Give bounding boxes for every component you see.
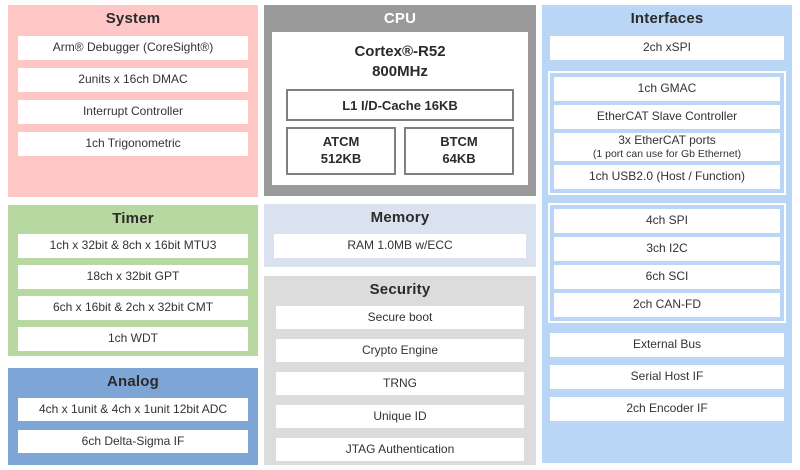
cpu-title: CPU bbox=[383, 10, 417, 27]
memory-items: RAM 1.0MB w/ECC bbox=[274, 234, 526, 258]
system-item-trigonometric: 1ch Trigonometric bbox=[18, 132, 248, 156]
memory-title: Memory bbox=[370, 209, 430, 226]
cpu-block: CPU Cortex®-R52 800MHz L1 I/D-Cache 16KB… bbox=[264, 5, 536, 196]
interfaces-item-ethercat-ports: 3x EtherCAT ports (1 port can use for Gb… bbox=[554, 133, 780, 161]
cpu-atcm-box: ATCM 512KB bbox=[286, 127, 396, 175]
memory-block: Memory RAM 1.0MB w/ECC bbox=[264, 204, 536, 267]
memory-item-ram: RAM 1.0MB w/ECC bbox=[274, 234, 526, 258]
atcm-name: ATCM bbox=[322, 134, 360, 150]
btcm-name: BTCM bbox=[440, 134, 478, 150]
ethercat-ports-line1: 3x EtherCAT ports bbox=[618, 133, 716, 148]
analog-item-adc: 4ch x 1unit & 4ch x 1unit 12bit ADC bbox=[18, 398, 248, 421]
timer-items: 1ch x 32bit & 8ch x 16bit MTU3 18ch x 32… bbox=[18, 234, 248, 351]
interfaces-item-encoder: 2ch Encoder IF bbox=[550, 397, 784, 421]
interfaces-item-usb: 1ch USB2.0 (Host / Function) bbox=[554, 165, 780, 189]
timer-title: Timer bbox=[112, 210, 154, 227]
cpu-core-name: Cortex®-R52 800MHz bbox=[272, 42, 528, 81]
interfaces-item-serial-host: Serial Host IF bbox=[550, 365, 784, 389]
right-column: Interfaces 2ch xSPI 1ch GMAC EtherCAT Sl… bbox=[542, 5, 792, 465]
interfaces-item-i2c: 3ch I2C bbox=[554, 237, 780, 261]
cpu-core-box: Cortex®-R52 800MHz L1 I/D-Cache 16KB ATC… bbox=[272, 32, 528, 185]
serial-comm-group: 4ch SPI 3ch I2C 6ch SCI 2ch CAN-FD bbox=[548, 203, 786, 323]
analog-title: Analog bbox=[106, 373, 160, 390]
security-title: Security bbox=[369, 281, 431, 298]
cpu-core-model: Cortex®-R52 bbox=[354, 43, 446, 60]
security-block: Security Secure boot Crypto Engine TRNG … bbox=[264, 276, 536, 465]
security-item-secure-boot: Secure boot bbox=[276, 306, 524, 329]
system-items: Arm® Debugger (CoreSight®) 2units x 16ch… bbox=[18, 36, 248, 156]
ethercat-ports-line2: (1 port can use for Gb Ethernet) bbox=[592, 147, 742, 160]
interfaces-title: Interfaces bbox=[630, 10, 704, 27]
timer-item-gpt: 18ch x 32bit GPT bbox=[18, 265, 248, 289]
cpu-btcm-box: BTCM 64KB bbox=[404, 127, 514, 175]
timer-item-cmt: 6ch x 16bit & 2ch x 32bit CMT bbox=[18, 296, 248, 320]
system-item-interrupt-controller: Interrupt Controller bbox=[18, 100, 248, 124]
security-item-jtag-auth: JTAG Authentication bbox=[276, 438, 524, 461]
interfaces-item-spi: 4ch SPI bbox=[554, 209, 780, 233]
atcm-size: 512KB bbox=[320, 151, 362, 166]
cpu-l1-cache-box: L1 I/D-Cache 16KB bbox=[286, 89, 514, 121]
analog-item-delta-sigma: 6ch Delta-Sigma IF bbox=[18, 430, 248, 453]
interfaces-item-gmac: 1ch GMAC bbox=[554, 77, 780, 101]
interfaces-item-canfd: 2ch CAN-FD bbox=[554, 293, 780, 317]
cpu-core-frequency: 800MHz bbox=[372, 62, 428, 80]
timer-block: Timer 1ch x 32bit & 8ch x 16bit MTU3 18c… bbox=[8, 205, 258, 356]
analog-items: 4ch x 1unit & 4ch x 1unit 12bit ADC 6ch … bbox=[18, 398, 248, 453]
btcm-size: 64KB bbox=[442, 151, 476, 166]
system-block: System Arm® Debugger (CoreSight®) 2units… bbox=[8, 5, 258, 197]
security-item-crypto-engine: Crypto Engine bbox=[276, 339, 524, 362]
system-title: System bbox=[105, 10, 161, 27]
analog-block: Analog 4ch x 1unit & 4ch x 1unit 12bit A… bbox=[8, 368, 258, 465]
middle-column: CPU Cortex®-R52 800MHz L1 I/D-Cache 16KB… bbox=[264, 5, 536, 465]
interfaces-item-xspi: 2ch xSPI bbox=[550, 36, 784, 60]
security-item-trng: TRNG bbox=[276, 372, 524, 395]
timer-item-wdt: 1ch WDT bbox=[18, 327, 248, 351]
interfaces-item-ethercat-slave: EtherCAT Slave Controller bbox=[554, 105, 780, 129]
system-item-debugger: Arm® Debugger (CoreSight®) bbox=[18, 36, 248, 60]
cpu-tcm-row: ATCM 512KB BTCM 64KB bbox=[286, 127, 514, 175]
security-items: Secure boot Crypto Engine TRNG Unique ID… bbox=[276, 306, 524, 461]
interfaces-item-external-bus: External Bus bbox=[550, 333, 784, 357]
security-item-unique-id: Unique ID bbox=[276, 405, 524, 428]
timer-item-mtu3: 1ch x 32bit & 8ch x 16bit MTU3 bbox=[18, 234, 248, 258]
ethernet-group: 1ch GMAC EtherCAT Slave Controller 3x Et… bbox=[548, 71, 786, 195]
interfaces-block: Interfaces 2ch xSPI 1ch GMAC EtherCAT Sl… bbox=[542, 5, 792, 463]
interfaces-item-sci: 6ch SCI bbox=[554, 265, 780, 289]
left-column: System Arm® Debugger (CoreSight®) 2units… bbox=[8, 5, 258, 465]
system-item-dmac: 2units x 16ch DMAC bbox=[18, 68, 248, 92]
